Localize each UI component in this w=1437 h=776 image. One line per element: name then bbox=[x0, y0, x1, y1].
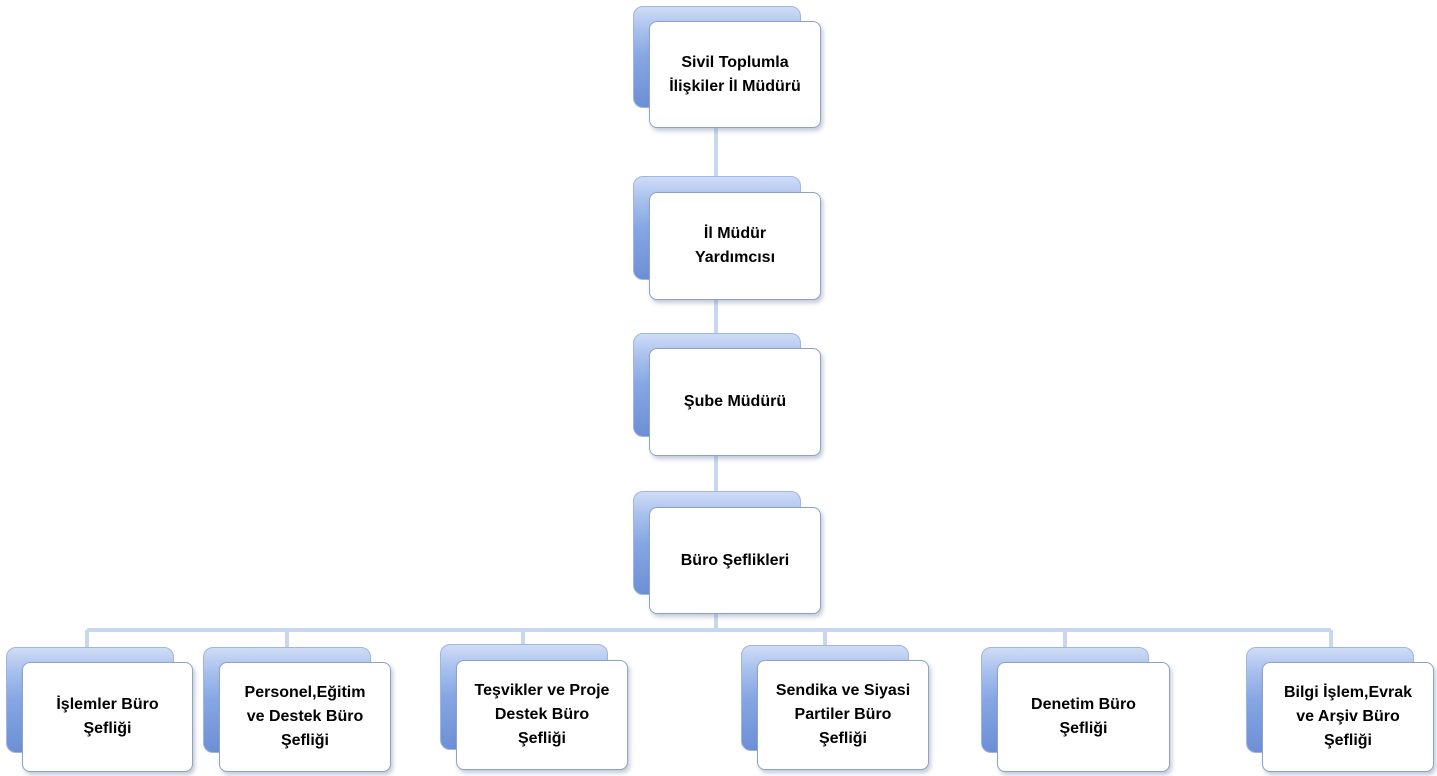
node-box: Bilgi İşlem,Evrak ve Arşiv Büro Şefliği bbox=[1262, 662, 1434, 772]
node-label: İşlemler Büro Şefliği bbox=[56, 696, 159, 737]
node-label: Büro Şeflikleri bbox=[680, 551, 790, 569]
node-box: Sendika ve Siyasi Partiler Büro Şefliği bbox=[757, 660, 929, 770]
node-box: İşlemler Büro Şefliği bbox=[22, 662, 193, 772]
node-label: Personel,Eğitim ve Destek Büro Şefliği bbox=[244, 684, 366, 749]
node-label: Denetim Büro Şefliği bbox=[1031, 696, 1136, 737]
node-label: Sivil Toplumla İlişkiler İl Müdürü bbox=[669, 53, 801, 95]
node-box: Şube Müdürü bbox=[649, 348, 821, 456]
node-label: Bilgi İşlem,Evrak ve Arşiv Büro Şefliği bbox=[1283, 684, 1413, 749]
node-box: Teşvikler ve Proje Destek Büro Şefliği bbox=[456, 660, 628, 770]
node-box: Personel,Eğitim ve Destek Büro Şefliği bbox=[219, 662, 391, 772]
node-box: İl Müdür Yardımcısı bbox=[649, 192, 821, 300]
node-label: Sendika ve Siyasi Partiler Büro Şefliği bbox=[775, 682, 911, 747]
node-box: Denetim Büro Şefliği bbox=[997, 662, 1170, 772]
node-label: Şube Müdürü bbox=[683, 393, 787, 410]
node-label: İl Müdür Yardımcısı bbox=[694, 225, 776, 266]
node-label: Teşvikler ve Proje Destek Büro Şefliği bbox=[474, 682, 610, 747]
node-box: Sivil Toplumla İlişkiler İl Müdürü bbox=[649, 21, 821, 128]
node-box: Büro Şeflikleri bbox=[649, 507, 821, 614]
